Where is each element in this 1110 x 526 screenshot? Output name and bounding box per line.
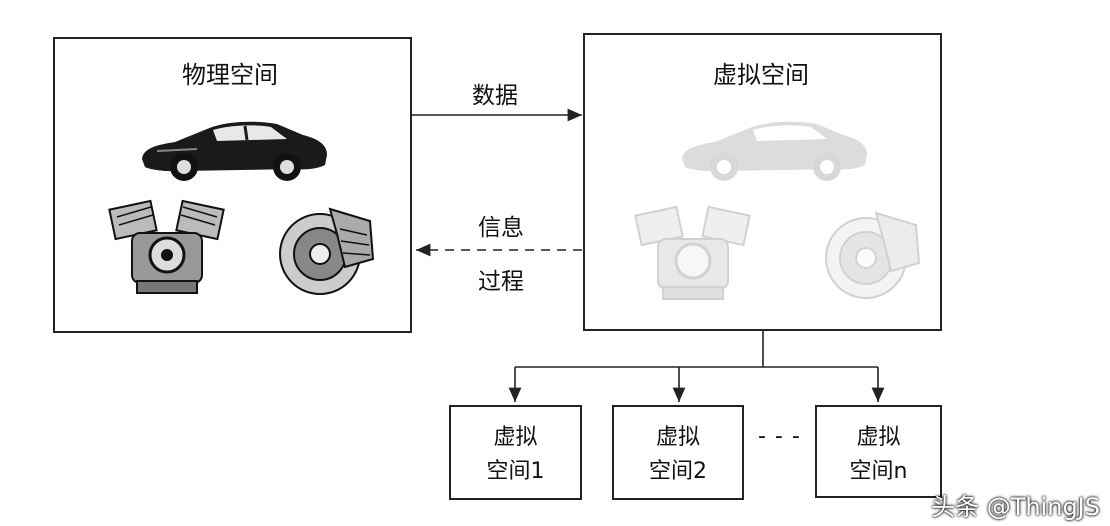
car-icon — [142, 121, 327, 181]
engine-icon — [634, 205, 751, 300]
info-label: 信息 — [478, 215, 524, 241]
virtual-subspace-2: 虚拟 空间2 — [612, 405, 744, 500]
subspace-n-line1: 虚拟 — [856, 425, 901, 450]
engine-icon — [108, 199, 225, 294]
subspace-2-line2: 空间2 — [649, 459, 707, 484]
ellipsis-dashes: - - - — [758, 424, 801, 449]
virtual-space-title: 虚拟空间 — [713, 61, 809, 89]
virtual-subspace-n: 虚拟 空间n — [815, 405, 942, 498]
brake-disc-icon — [279, 207, 375, 295]
watermark: 头条 @ThingJS — [931, 493, 1100, 521]
subspace-1-line1: 虚拟 — [493, 425, 538, 450]
brake-disc-icon — [825, 211, 921, 299]
physical-space-title: 物理空间 — [182, 61, 278, 89]
physical-space-box: 物理空间 — [53, 37, 412, 333]
process-label: 过程 — [478, 269, 524, 295]
virtual-subspace-1: 虚拟 空间1 — [449, 405, 582, 500]
subspace-n-line2: 空间n — [849, 459, 908, 484]
data-label: 数据 — [472, 83, 518, 109]
virtual-space-box: 虚拟空间 — [583, 33, 942, 331]
car-icon — [682, 121, 867, 181]
subspace-1-line2: 空间1 — [486, 459, 545, 484]
subspace-2-line1: 虚拟 — [655, 425, 700, 450]
